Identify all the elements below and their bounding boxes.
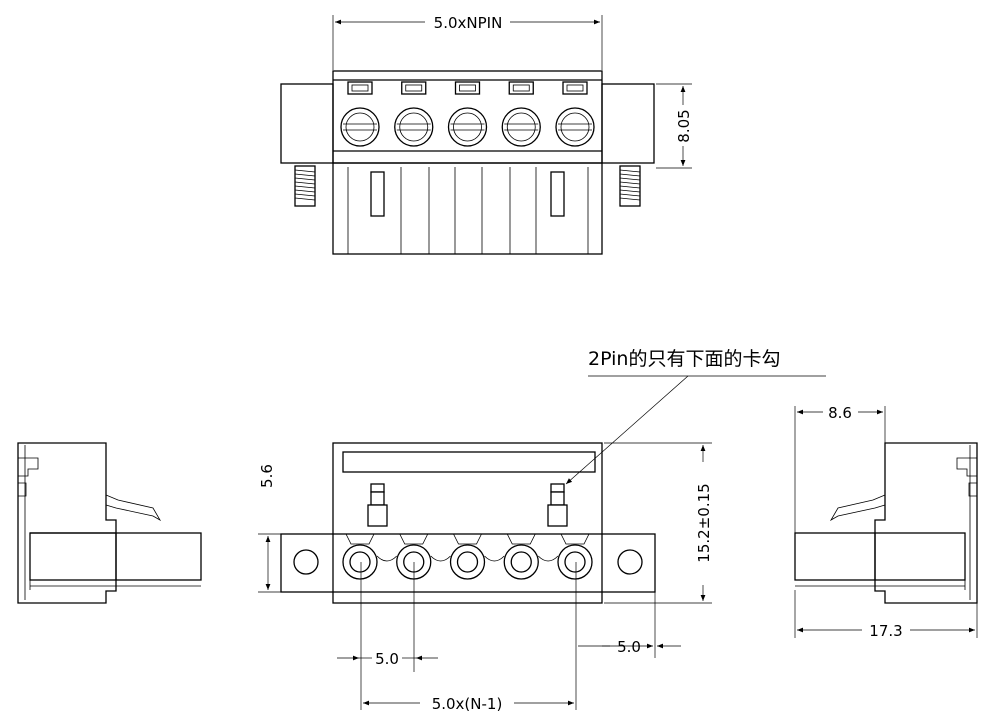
front-view-flange	[280, 533, 656, 593]
top-pin-window	[508, 81, 534, 95]
top-pin-window	[562, 81, 588, 95]
dim-span: 5.0x(N-1)	[432, 695, 503, 713]
top-view-right-ear	[601, 83, 655, 164]
top-view-skirt	[332, 162, 603, 255]
front-terminal-inner	[510, 551, 532, 573]
dim-side-top: 8.6	[828, 404, 852, 422]
front-terminal-outer	[503, 544, 539, 580]
top-view-latch-right	[550, 171, 565, 217]
dim-top-height: 8.05	[675, 109, 693, 142]
annotation-callout: 2Pin的只有下面的卡勾	[565, 348, 826, 485]
top-screw-head	[501, 107, 541, 147]
front-terminal-outer	[449, 544, 486, 580]
left-side-view	[17, 442, 202, 604]
dim-pitch-right: 5.0	[617, 638, 641, 656]
top-pin-window	[454, 81, 481, 95]
dim-top-width: 5.0xNPIN	[434, 14, 503, 32]
top-screw-head	[340, 107, 380, 147]
front-view-housing	[332, 442, 603, 604]
top-screw-head	[447, 107, 488, 147]
top-view: 5.0xNPIN 8.05	[280, 14, 693, 255]
mount-hole-left	[293, 549, 319, 575]
front-terminal-inner	[349, 551, 371, 573]
front-latch-right	[547, 483, 568, 527]
front-terminal-outer	[557, 544, 593, 580]
top-pin-window	[347, 81, 373, 95]
front-terminal-outer	[342, 544, 378, 580]
front-terminal-inner	[456, 551, 479, 573]
top-screw-head	[394, 107, 434, 147]
top-view-left-ear	[280, 83, 334, 164]
top-pin-window	[401, 81, 427, 95]
right-side-view: 8.6 17.3	[794, 404, 978, 640]
dim-front-height: 15.2±0.15	[695, 483, 713, 562]
front-terminal-inner	[564, 551, 586, 573]
dim-side-bottom: 17.3	[869, 622, 902, 640]
front-view-slot	[342, 451, 596, 473]
annotation-note: 2Pin的只有下面的卡勾	[588, 348, 780, 370]
top-screw-head	[555, 107, 595, 147]
top-view-latch-left	[370, 171, 385, 217]
dim-front-flange: 5.6	[258, 464, 276, 488]
front-view: 5.6 15.2±0.15 5.0 5.0 5.0x(N-1)	[258, 442, 713, 713]
dim-pitch-left: 5.0	[375, 650, 399, 668]
front-latch-left	[367, 483, 388, 527]
mount-hole-right	[617, 549, 643, 575]
